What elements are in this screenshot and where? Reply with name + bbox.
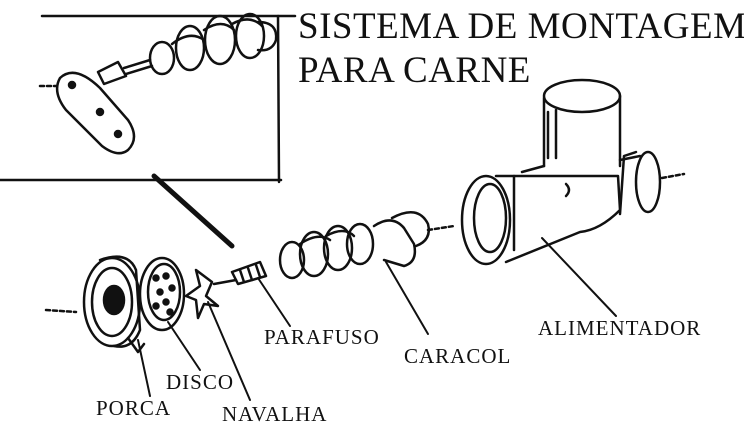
diagram-title-line1: SISTEMA DE MONTAGEM (298, 6, 744, 47)
label-caracol: CARACOL (404, 344, 512, 368)
label-disco: DISCO (166, 370, 235, 394)
label-navalha: NAVALHA (222, 402, 328, 426)
inset-auger (96, 12, 278, 86)
label-alimentador: ALIMENTADOR (538, 316, 702, 340)
navalha-part (184, 268, 238, 320)
detail-inset-frame (0, 14, 297, 249)
diagram-title-line2: PARA CARNE (298, 50, 531, 91)
caracol-part (278, 211, 456, 280)
alimentador-part (460, 78, 686, 266)
leader-lines (137, 237, 617, 401)
disco-part (138, 256, 186, 332)
label-porca: PORCA (96, 396, 172, 420)
porca-part (44, 255, 146, 354)
inset-plate (38, 71, 136, 155)
parafuso-part (230, 260, 268, 286)
label-parafuso: PARAFUSO (264, 325, 380, 349)
